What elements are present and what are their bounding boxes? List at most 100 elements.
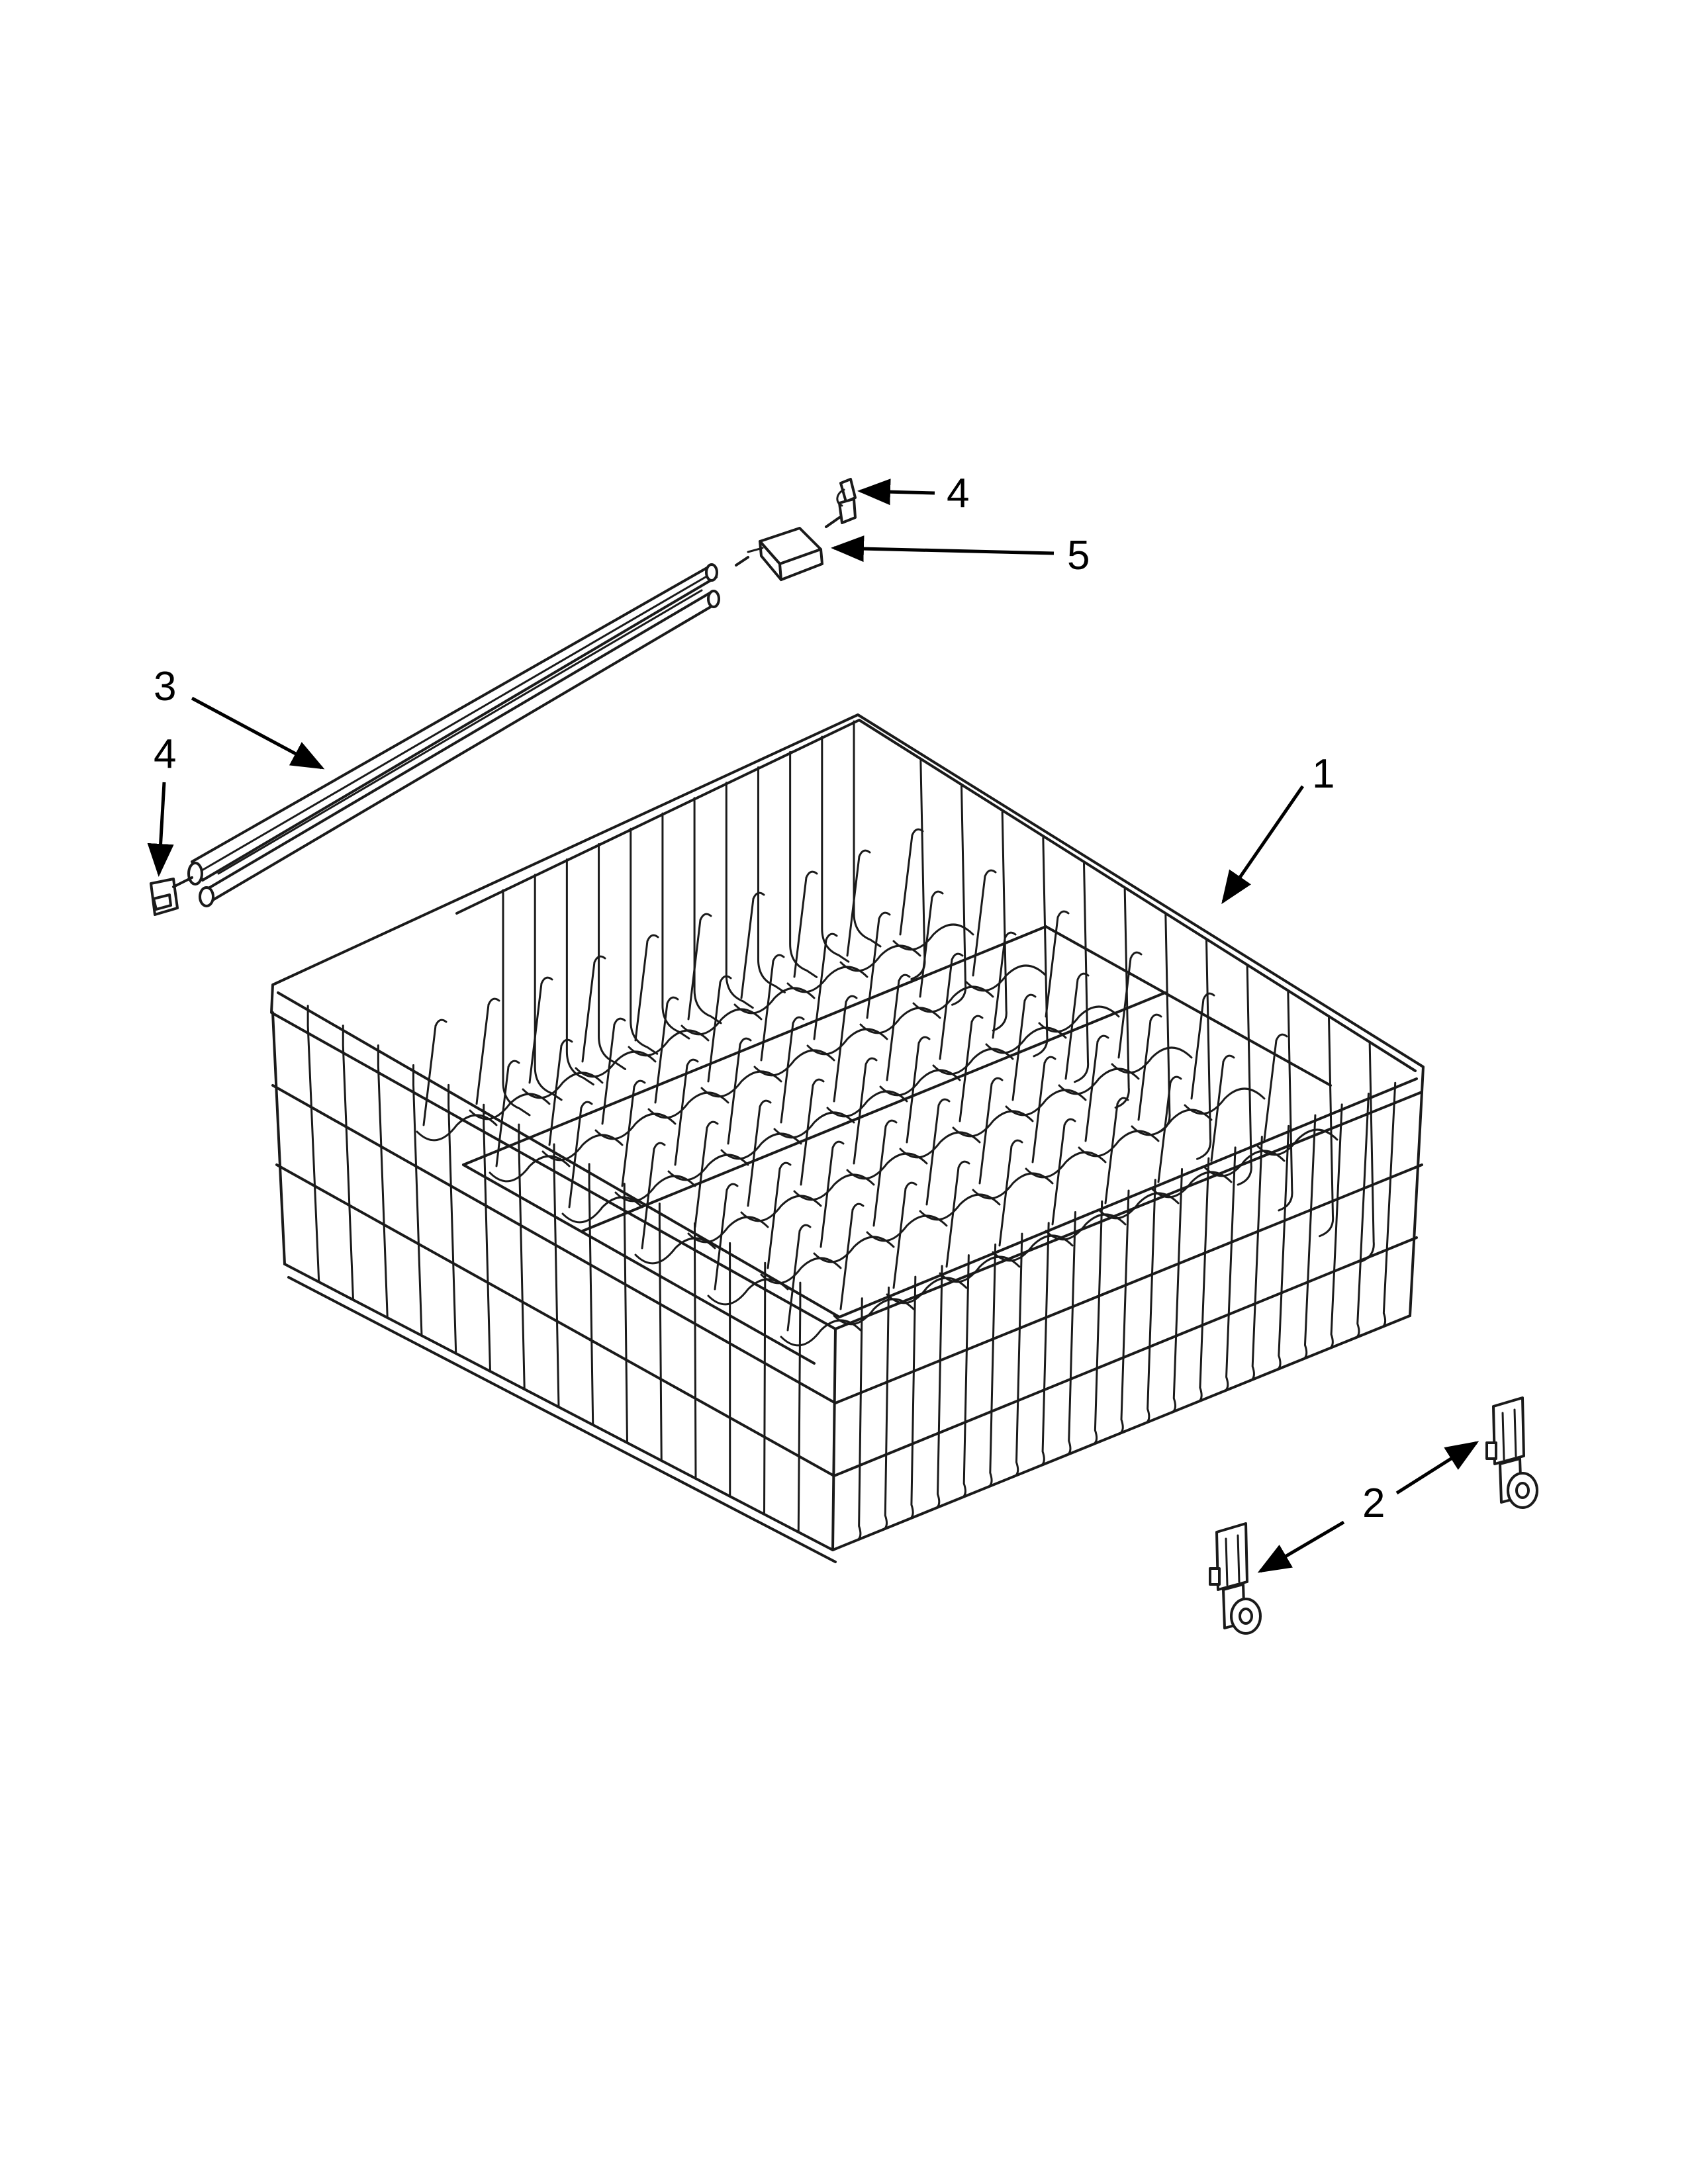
rack-wire xyxy=(614,1175,696,1203)
rack-wire xyxy=(813,933,838,1040)
rack-wire xyxy=(1263,1033,1288,1141)
rack-wire xyxy=(725,782,754,1009)
rack-wire xyxy=(1301,1114,1317,1361)
rack-wire xyxy=(866,1214,948,1242)
rack-wire xyxy=(826,1090,908,1118)
rack-wire xyxy=(992,931,1017,1039)
rack-wire xyxy=(945,1160,970,1268)
rack-wire xyxy=(934,1265,943,1510)
rack-wire xyxy=(647,1091,729,1119)
rack-wire xyxy=(518,1123,526,1390)
rack-wire xyxy=(1025,1151,1107,1179)
rack-wire xyxy=(800,1078,825,1186)
rack-wire xyxy=(658,1203,663,1462)
rack-wire xyxy=(1104,1097,1129,1205)
rack-wire xyxy=(342,1024,354,1301)
rack-wire xyxy=(879,1069,961,1097)
rack-wire xyxy=(853,1057,878,1165)
roller-right-part xyxy=(1485,1396,1538,1509)
rack-wire xyxy=(447,1083,457,1355)
rack-wire xyxy=(489,1155,571,1183)
rack-wire xyxy=(623,1183,628,1444)
rack-wire xyxy=(846,1152,928,1180)
callout-label-end-cap-right: 4 xyxy=(947,471,969,516)
rack-wire xyxy=(694,1120,719,1228)
rack-wire xyxy=(483,1103,491,1373)
rack-wire xyxy=(872,1119,898,1227)
rack-wire xyxy=(892,923,974,951)
rack-wire xyxy=(1256,1128,1338,1156)
rack-wire xyxy=(939,952,964,1060)
rack-wire xyxy=(553,1143,560,1408)
rack-wire xyxy=(899,828,924,936)
rack-wire xyxy=(886,974,911,1081)
rack-wire xyxy=(1051,1118,1076,1226)
rack-wire xyxy=(959,1015,984,1122)
rack-wire xyxy=(1278,991,1293,1212)
rack-wire xyxy=(992,811,1008,1032)
rack-wire xyxy=(760,1257,842,1285)
rack-wire xyxy=(1380,1081,1397,1329)
rack-wire xyxy=(972,1172,1054,1200)
rack-wire xyxy=(1223,1146,1237,1393)
rack-wire xyxy=(1170,1167,1184,1414)
rack-wire xyxy=(939,1255,1021,1283)
rack-wire xyxy=(806,1028,888,1056)
rack-wire xyxy=(720,1132,802,1160)
rack-wire xyxy=(1011,993,1037,1101)
rack-wire xyxy=(1196,1157,1210,1404)
rack-wire xyxy=(687,913,712,1021)
rack-wire xyxy=(1038,1005,1120,1033)
rack-wire xyxy=(565,858,594,1086)
leader-rack xyxy=(1221,785,1305,905)
rack-wire xyxy=(906,1036,931,1144)
rack-wire xyxy=(1091,1200,1103,1446)
roller-left-part xyxy=(1209,1522,1262,1635)
rack-wire xyxy=(1210,1054,1235,1162)
rack-wire xyxy=(740,1195,822,1222)
rack-wire xyxy=(960,1254,970,1500)
rack-wire xyxy=(747,1099,772,1207)
rack-wire xyxy=(1275,1124,1290,1371)
rack-wire xyxy=(1131,1109,1213,1136)
rack-wire xyxy=(813,1236,895,1263)
leader-roller-left xyxy=(1257,1520,1345,1573)
rack-wire xyxy=(541,1134,624,1161)
rack-wire xyxy=(1084,1034,1109,1142)
rack-wire xyxy=(416,1114,498,1142)
leader-stop xyxy=(831,535,1055,563)
rack-wire xyxy=(534,874,563,1101)
rack-wire xyxy=(833,1298,915,1326)
callout-label-roller-right: 2 xyxy=(1362,1480,1385,1526)
rack-wire xyxy=(919,890,944,998)
rack-wire xyxy=(1150,1171,1233,1199)
rack-wire xyxy=(687,1216,769,1244)
rack-wire xyxy=(793,1173,875,1201)
end-cap-left-part xyxy=(150,876,193,916)
rack-wire xyxy=(1039,1222,1050,1467)
rack-wire xyxy=(667,1154,749,1181)
rack-wire xyxy=(1157,1075,1182,1183)
rack-wire xyxy=(899,1131,981,1159)
dish-rack-part xyxy=(270,713,1425,1563)
leader-rail xyxy=(191,696,325,770)
rack-wire xyxy=(621,1079,646,1187)
rack-wire xyxy=(986,1243,997,1488)
rack-wire xyxy=(1033,837,1049,1058)
leader-end-cap-left xyxy=(147,782,174,877)
rack-wire xyxy=(700,1070,782,1098)
rack-wire xyxy=(951,785,967,1006)
rack-wire xyxy=(952,1110,1034,1138)
rack-wire xyxy=(581,955,606,1063)
rack-wire xyxy=(998,1139,1023,1247)
rack-wire xyxy=(853,720,882,948)
callout-label-rail: 3 xyxy=(154,664,176,709)
rack-wire xyxy=(1065,1211,1076,1457)
rack-wire xyxy=(846,849,871,957)
rack-wire xyxy=(1045,910,1070,1018)
rack-wire xyxy=(881,1286,890,1531)
rack-wire xyxy=(786,1224,812,1332)
rack-wire xyxy=(1319,1017,1335,1238)
rack-wire xyxy=(1237,965,1252,1186)
